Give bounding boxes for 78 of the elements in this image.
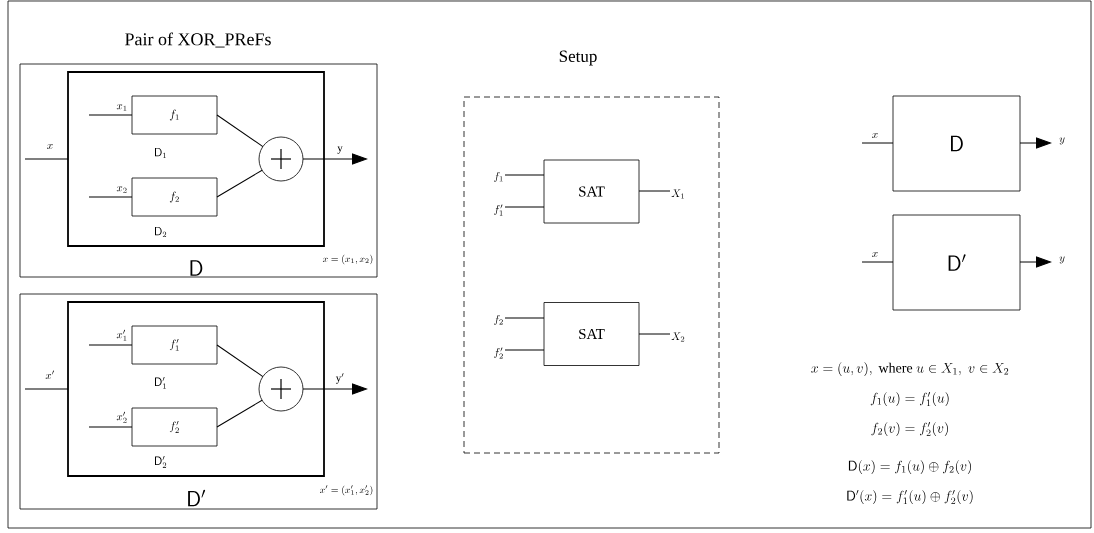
equation: $\mathsf{D}'(x)=f_1'(u)\oplus f_2'(v)$ [847,489,973,505]
panel-box [19,63,378,278]
edge-label: $x_2'$ [116,411,127,423]
node-label: $f_2'$ [169,421,179,433]
edge-label: $y$ [1059,137,1065,145]
connector [88,426,133,428]
edge-label: $f_1$ [494,172,503,182]
node-label: $x'=(x_1',x_2')$ [319,485,373,496]
xor-circle [258,136,304,182]
sat-box [543,159,640,224]
connector [504,174,545,176]
node-label: SAT [579,186,605,197]
equation: $\mathsf{D}(x)=f_1(u)\oplus f_2(v)$ [848,460,971,474]
block-box [892,214,1021,311]
sat-box [543,302,640,366]
edge-label: $x_1'$ [116,329,127,341]
node-label: $\mathsf{D}'$ [948,254,966,271]
connector [1019,256,1051,268]
edge-label: $\mathrm{y}$ [337,146,343,154]
heading: Pair of XOR_PReFs [125,32,271,48]
node-label: SAT [579,328,605,340]
edge-label: $f_2'$ [494,347,503,359]
node-label: $f_2$ [169,191,179,203]
block-label: $\mathsf{D}_2$ [155,226,167,238]
edge-label: $x$ [47,143,53,149]
function-box [131,95,218,135]
block-label: $\mathsf{D}_2'$ [155,456,167,468]
connector [302,153,367,165]
block-label: $\mathsf{D}_1'$ [155,377,166,389]
node-label: $x=(x_1,x_2)$ [322,254,373,265]
connector [88,196,133,198]
equation: $x=(u,v),\text{ where }u\in X_1,\;v\in X_2$ [811,362,1009,376]
node-label: $f_1$ [169,109,179,121]
connector [24,158,69,160]
edge-label: $y$ [1059,256,1065,264]
node-label: $\mathsf{D}'$ [188,489,206,507]
equation: $f_1(u)=f_1'(u)$ [870,391,949,407]
node-label: $f_1'$ [169,339,179,351]
connector [504,206,545,208]
edge-label: $x_2$ [116,186,127,193]
connector [216,169,263,198]
edge-label: $f_1'$ [494,204,503,216]
block-box [67,71,325,247]
edge-label: $x'$ [45,370,54,379]
block-box [67,301,325,477]
connector [638,190,671,192]
xor-circle [258,366,304,412]
connector [216,114,264,148]
edge-label: $x$ [872,132,878,138]
edge-label: $x$ [872,251,878,257]
connector [504,349,545,351]
block-label: $\mathsf{D}_1$ [155,147,166,159]
function-box [131,407,218,447]
connector [88,114,133,116]
function-box [131,177,218,217]
node-label: Setup [559,50,597,66]
connector [1019,137,1051,149]
function-box [131,325,218,365]
connector [24,388,69,390]
node-label: $\mathsf{D}$ [951,135,963,152]
connector [861,261,894,263]
node-label: $\mathsf{D}$ [190,260,203,276]
panel-box [19,293,378,510]
dashed-box [463,96,720,454]
connector [216,399,263,428]
edge-label: $x_1$ [116,104,127,111]
edge-label: $f_2$ [494,315,503,325]
edge-label: $\mathrm{y}'$ [335,373,344,384]
edge-label: $X_2$ [671,332,685,342]
edge-label: $X_1$ [671,189,684,199]
connector [638,333,671,335]
connector [88,344,133,346]
equation: $f_2(v)=f_2'(v)$ [871,421,948,437]
block-box [892,95,1021,192]
connector [302,383,367,395]
connector [216,344,264,378]
connector [504,317,545,319]
connector [861,142,894,144]
